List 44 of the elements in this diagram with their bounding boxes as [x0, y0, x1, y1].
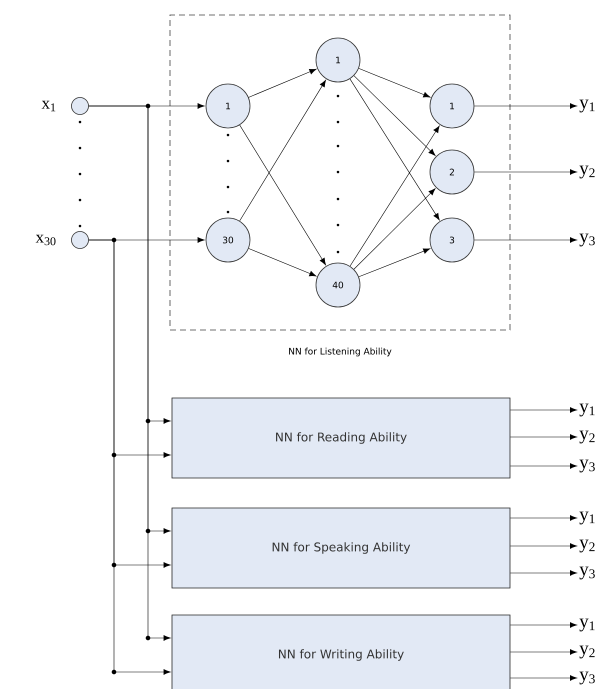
- arrow: [354, 75, 436, 156]
- arrow: [350, 126, 440, 266]
- arrow: [248, 68, 316, 98]
- node-label: NN for Listening Ability: [289, 348, 392, 356]
- output-label: y$_{1}$: [579, 512, 595, 524]
- network-box: NN for Reading Ability: [172, 398, 510, 478]
- output-label: y$_{1}$: [579, 100, 595, 112]
- arrow: [510, 543, 578, 549]
- arrow: [474, 103, 578, 109]
- arrow: [510, 463, 578, 469]
- arrow: [510, 570, 578, 576]
- arrow: [510, 515, 578, 521]
- arrow: [474, 237, 578, 243]
- arrow: [474, 169, 578, 175]
- arrow: [88, 240, 171, 675]
- arrow: [248, 248, 316, 276]
- arrow: [239, 124, 326, 266]
- output-label: y$_{3}$: [579, 672, 595, 684]
- network-box: NN for Writing Ability: [172, 614, 510, 689]
- arrow: [88, 106, 171, 641]
- output-label: y$_{2}$: [579, 430, 595, 444]
- arrow: [350, 78, 440, 220]
- output-label: y$_{3}$: [579, 460, 595, 472]
- arrow: [510, 622, 578, 628]
- arrow: [510, 407, 578, 413]
- output-label: y$_{2}$: [579, 646, 595, 658]
- input-circle: [71, 97, 89, 115]
- output-label: y$_{2}$: [579, 540, 595, 552]
- arrow: [354, 188, 436, 270]
- arrow: [239, 80, 326, 222]
- input-label: x$_{30}$: [36, 234, 56, 246]
- arrow: [510, 675, 578, 681]
- arrow: [358, 248, 430, 278]
- network-box: NN for Speaking Ability: [172, 508, 510, 588]
- output-label: y$_{1}$: [579, 404, 595, 416]
- output-label: y$_{2}$: [579, 166, 595, 178]
- input-circle: [71, 231, 89, 249]
- output-label: y$_{3}$: [579, 566, 595, 580]
- output-label: y$_{1}$: [579, 618, 595, 632]
- output-label: y$_{3}$: [579, 234, 595, 246]
- arrow: [510, 649, 578, 655]
- input-label: x$_{1}$: [42, 100, 56, 112]
- arrow: [358, 68, 430, 98]
- arrow: [510, 434, 578, 440]
